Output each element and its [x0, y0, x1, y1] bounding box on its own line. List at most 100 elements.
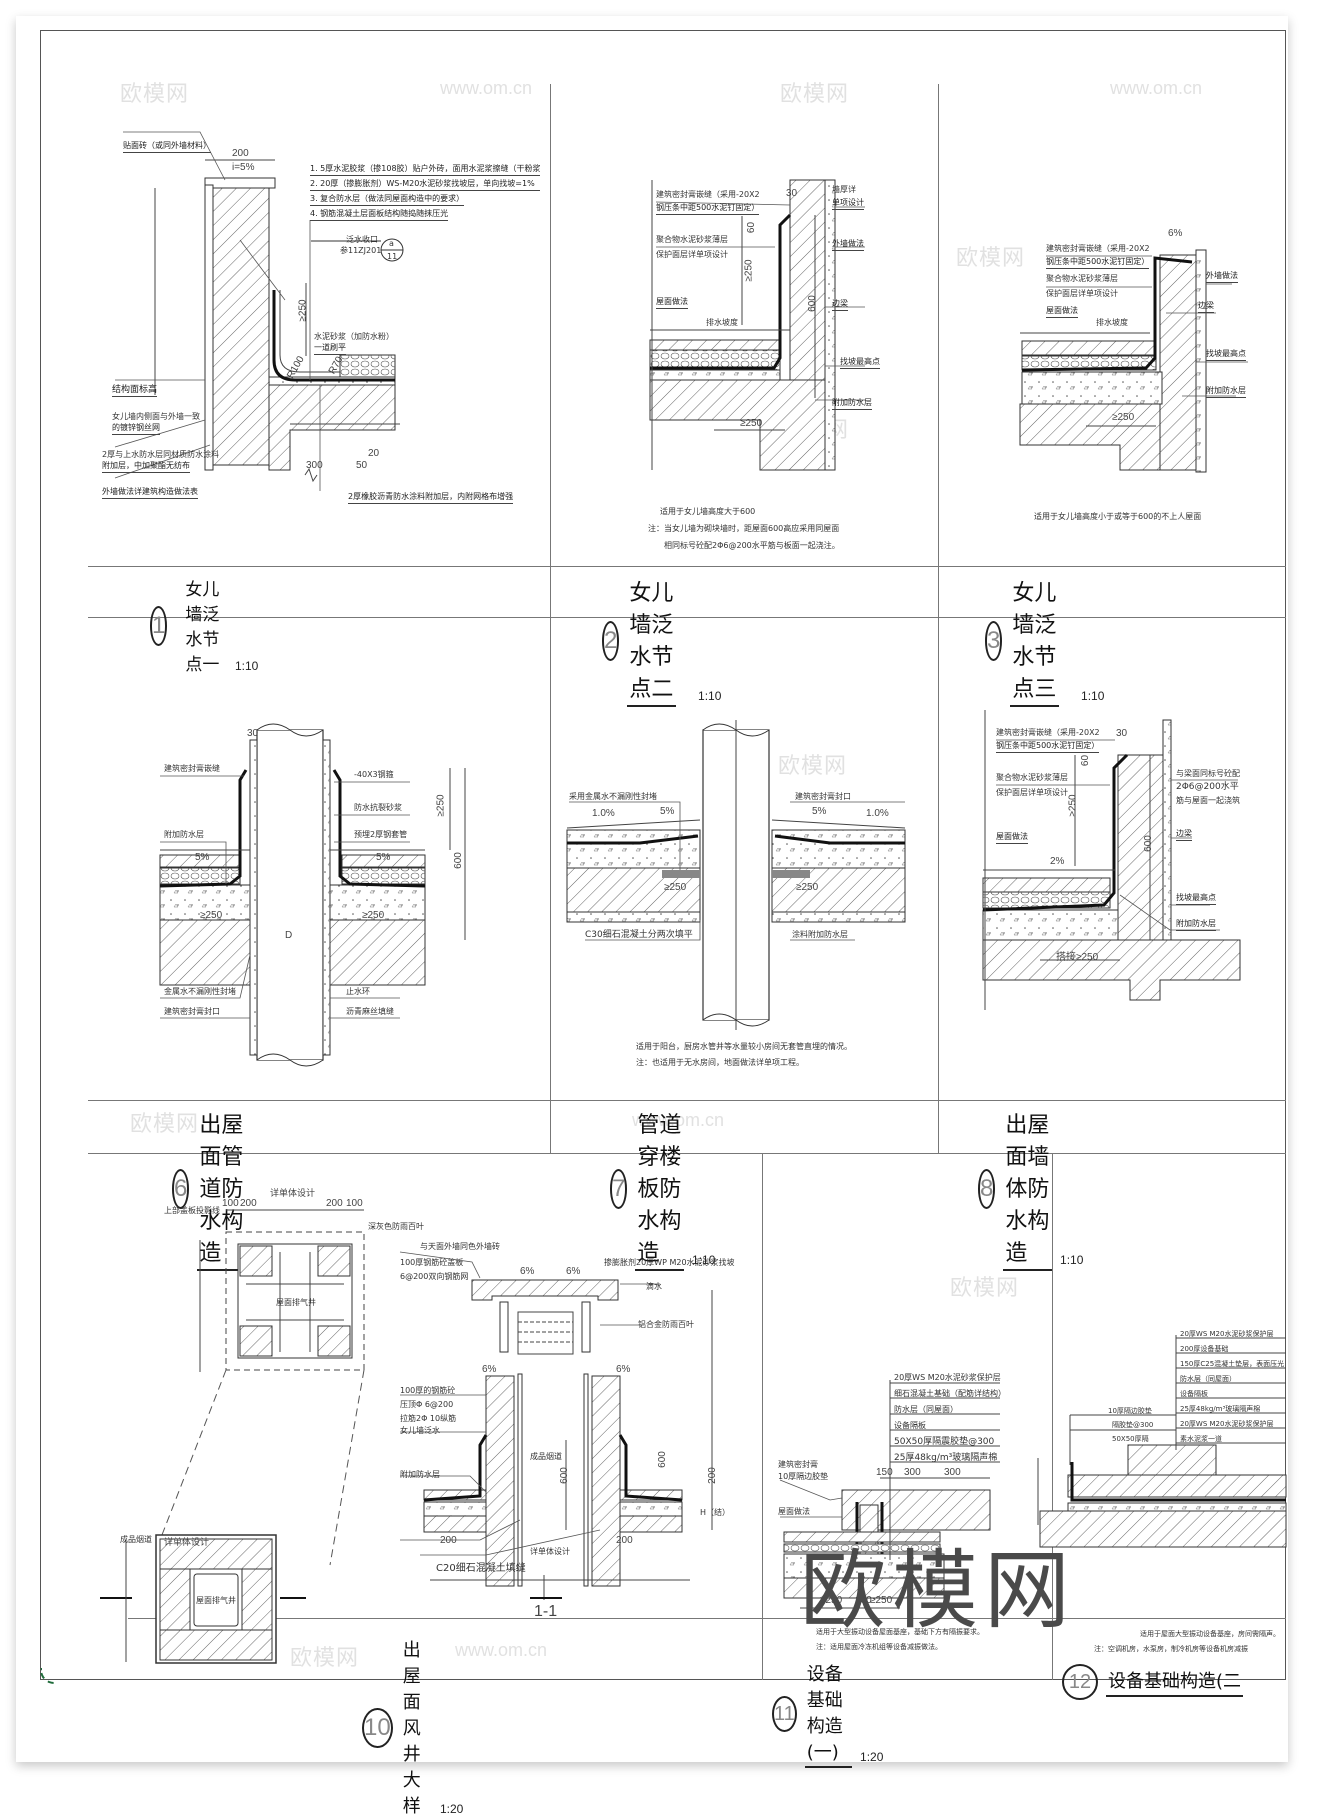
- detail-10-dim: 200: [616, 1535, 633, 1546]
- detail-1-label: 1. 5厚水泥胶浆（掺108胶）贴户外砖，面用水泥浆擦缝（干粉浆）: [310, 163, 540, 176]
- detail-scale: 1:10: [1060, 1253, 1084, 1267]
- detail-8-title: 8 出屋面墙体防水构造 1:10: [978, 1107, 1083, 1271]
- detail-10-label: H（结）: [700, 1508, 731, 1517]
- detail-title-text: 管道穿楼板防水构造: [635, 1107, 685, 1271]
- detail-10-dim: 600: [656, 1451, 668, 1468]
- detail-1-label: 泛水收口: [346, 235, 378, 244]
- detail-3-label: 聚合物水泥砂浆薄层: [1046, 274, 1118, 283]
- detail-1-label: 附加层，中加聚酯无纺布: [102, 460, 190, 473]
- detail-7-dim: 1.0%: [592, 808, 615, 819]
- detail-8-label: 找坡最高点: [1176, 892, 1216, 905]
- detail-10-label: 100厚钢筋砼盖板: [400, 1258, 464, 1267]
- detail-11-label: 细石混凝土基础（配筋详结构）: [894, 1389, 1006, 1398]
- detail-10-label: 屋面排气井: [196, 1596, 236, 1605]
- detail-12-label: 隔胶垫@300: [1112, 1421, 1154, 1429]
- detail-10-dim: 详单体设计: [164, 1537, 210, 1547]
- detail-1-label: 女儿墙内侧面与外墙一致: [112, 412, 200, 421]
- watermark-url: www.om.cn: [440, 78, 533, 98]
- detail-12-label: 50X50厚隔: [1112, 1435, 1149, 1443]
- detail-number-badge: 11: [772, 1696, 797, 1732]
- detail-3-dim: 6%: [1168, 228, 1183, 239]
- detail-8-dim: 2%: [1050, 856, 1065, 867]
- detail-6-label: 止水环: [346, 987, 370, 996]
- detail-10-label: 与天面外墙同色外墙砖: [420, 1242, 500, 1251]
- detail-8-dim: 600: [1142, 835, 1154, 852]
- detail-1-dim: 20: [368, 448, 380, 459]
- detail-6-label: 沥青麻丝填缝: [346, 1007, 394, 1016]
- detail-scale: 1:10: [698, 689, 722, 703]
- watermark-brand: 欧模网: [956, 246, 1026, 271]
- detail-11-label: 防水层（同屋面）: [894, 1405, 958, 1414]
- ref-symbol-top: a: [389, 239, 394, 248]
- detail-10-label: 成品烟道: [120, 1535, 152, 1544]
- detail-12-label: 150厚C25混凝土垫层，表面压光: [1180, 1360, 1285, 1368]
- grid-divider: [88, 617, 1286, 618]
- detail-10-label: 100厚的钢筋砼: [400, 1386, 456, 1395]
- detail-1-dim: 200: [232, 148, 249, 159]
- detail-8-label: 2Φ6@200水平: [1176, 782, 1239, 792]
- detail-8-dim: 60: [1080, 754, 1092, 767]
- detail-11-label: 20厚WS M20水泥砂浆保护层: [894, 1373, 1001, 1382]
- detail-7-label: 涂料附加防水层: [792, 930, 848, 939]
- detail-6-dim: 30: [247, 728, 259, 739]
- detail-2-label: 外墙做法: [832, 238, 864, 251]
- detail-2-dim: 60: [746, 221, 758, 234]
- detail-6-dim: ≥250: [362, 910, 385, 921]
- detail-scale: 1:10: [1081, 689, 1105, 703]
- detail-1-label: 一道刷平: [314, 342, 346, 355]
- detail-8-label: 边梁: [1176, 828, 1192, 841]
- detail-11-label: 建筑密封膏: [778, 1460, 818, 1469]
- detail-6-label: 建筑密封膏封口: [164, 1007, 220, 1016]
- drawing-frame: [40, 30, 1286, 1680]
- detail-11-dim: ≥250: [820, 1595, 843, 1606]
- detail-10-drawing: [100, 1209, 713, 1664]
- detail-10-title: 10 出屋面风井大样 1:20: [362, 1636, 463, 1820]
- detail-6-dim: ≥250: [200, 910, 223, 921]
- detail-10-label: 上部盖板投影线: [164, 1206, 220, 1215]
- detail-number-badge: 12: [1062, 1664, 1098, 1700]
- detail-8-dim: ≥250: [1067, 794, 1079, 817]
- detail-8-dim: 搭接≥250: [1056, 952, 1099, 963]
- detail-10-dim: 200: [440, 1535, 457, 1546]
- detail-8-label: 附加防水层: [1176, 918, 1216, 931]
- detail-12-label: 20厚WS M20水泥砂浆保护层: [1180, 1330, 1274, 1338]
- detail-2-drawing: [649, 179, 865, 471]
- detail-number-badge: 6: [172, 1169, 190, 1209]
- detail-10-label: 屋面排气井: [276, 1298, 316, 1307]
- detail-10-label: 滴水: [646, 1282, 662, 1291]
- detail-2-label: 墙厚详: [832, 185, 856, 194]
- detail-2-label: 钢压条中距500水泥钉固定）: [656, 202, 760, 215]
- grid-divider: [88, 1100, 1286, 1101]
- watermark-brand: 欧模网: [120, 82, 190, 107]
- detail-1-title: 1 女儿墙泛水节点一 1:10: [150, 575, 258, 677]
- detail-title-text: 出屋面管道防水构造: [197, 1107, 247, 1271]
- detail-2-dim: ≥250: [743, 259, 755, 282]
- detail-12-label: 25厚48kg/m³玻璃隔声棉: [1180, 1405, 1261, 1413]
- detail-10-label: 成品烟道: [530, 1452, 562, 1461]
- detail-10-dim: 6%: [566, 1266, 581, 1277]
- detail-6-dim: 5%: [195, 852, 210, 863]
- detail-11-label: 25厚48kg/m³玻璃隔声棉: [894, 1453, 998, 1463]
- detail-3-label: 找坡最高点: [1206, 348, 1246, 361]
- watermark-brand: 欧模网: [290, 1646, 360, 1671]
- detail-10-label: 详单体设计: [530, 1547, 570, 1556]
- grid-divider: [88, 1153, 1286, 1154]
- watermark-url: www.om.cn: [1110, 78, 1203, 98]
- detail-1-label: 2厚橡胶沥青防水涂料附加层，内附网格布增强: [348, 491, 514, 504]
- detail-10-dim: 100: [222, 1198, 239, 1209]
- detail-title-text: 女儿墙泛水节点二: [627, 575, 677, 707]
- section-label: 1-1: [534, 1603, 558, 1620]
- detail-8-drawing: [982, 710, 1241, 1010]
- detail-11-label: 设备隔板: [894, 1421, 926, 1430]
- detail-2-label: 聚合物水泥砂浆薄层: [656, 235, 728, 244]
- detail-6-label: 金属水不漏刚性封堵: [164, 987, 236, 996]
- detail-1-label: 3. 复合防水层（做法同屋面构造中的要求）: [310, 193, 465, 206]
- detail-title-text: 设备基础构造(二: [1106, 1667, 1244, 1697]
- grid-divider: [762, 1153, 763, 1680]
- detail-scale: 1:10: [235, 659, 259, 673]
- detail-2-label: 排水坡度: [706, 318, 738, 327]
- detail-3-title: 3 女儿墙泛水节点三 1:10: [985, 575, 1104, 707]
- detail-6-dim: D: [285, 930, 293, 941]
- ref-symbol-bottom: 11: [387, 252, 398, 261]
- detail-8-label: 与梁面同标号砼配: [1176, 769, 1240, 778]
